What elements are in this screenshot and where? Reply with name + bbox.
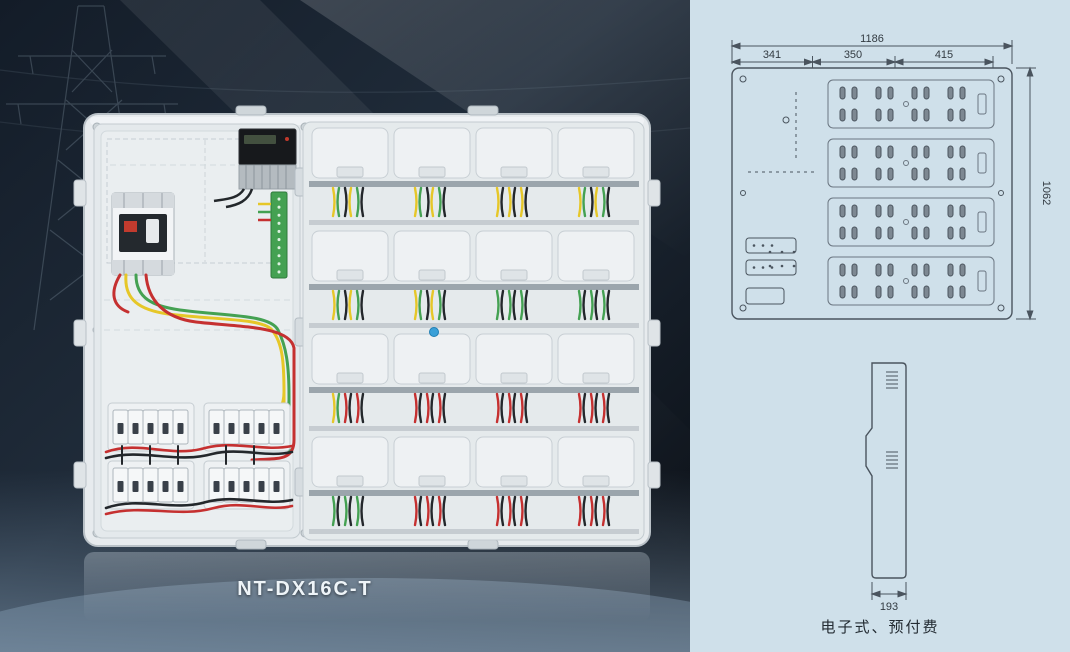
dimension-height: 1062 [1016, 67, 1052, 320]
dimension-drawing: 1186 341 350 415 1062 [731, 33, 1052, 613]
front-view-details [745, 92, 818, 305]
dimension-segments: 341 350 415 [731, 49, 994, 68]
energy-meter [238, 128, 297, 190]
branch-wiring [104, 443, 294, 516]
product-photo [0, 0, 690, 652]
dimension-total-width: 1186 [731, 33, 1013, 64]
dim-front-seg1-label: 341 [763, 49, 781, 61]
product-model-label: NT-DX16C-T [237, 578, 373, 600]
dim-side-depth-label: 193 [880, 601, 898, 613]
box-reflection [84, 552, 650, 622]
meter-row-2 [309, 230, 639, 328]
main-breaker [111, 192, 175, 276]
product-type-caption: 电子式、预付费 [820, 619, 940, 636]
front-view [731, 67, 1013, 320]
meter-row-3 [309, 333, 639, 431]
vent-slots [886, 371, 898, 469]
terminal-groups [828, 80, 994, 305]
side-view [865, 362, 907, 579]
meter-row-4 [309, 436, 639, 534]
breaker-toggle [146, 219, 159, 243]
product-photo-panel: NT-DX16C-T [0, 0, 690, 652]
meter-row-1 [309, 127, 639, 225]
meter-terminals [238, 164, 297, 190]
latch-tabs [235, 105, 499, 550]
dim-front-total-label: 1186 [860, 33, 884, 45]
dim-front-seg2-label: 350 [844, 49, 862, 61]
terminal-strip [258, 191, 288, 279]
meter-box [73, 105, 661, 550]
left-door [93, 123, 301, 539]
meter-led [285, 137, 289, 141]
meter-wires [213, 188, 254, 209]
blue-screw [429, 327, 439, 337]
dim-front-seg3-label: 415 [935, 49, 953, 61]
technical-drawing-panel: 1186 341 350 415 1062 [690, 0, 1070, 652]
dim-front-height-label: 1062 [1040, 181, 1052, 205]
dimension-depth: 193 [871, 582, 907, 613]
mounting-ears [73, 179, 661, 489]
meter-display [244, 135, 276, 144]
right-door [302, 121, 645, 541]
